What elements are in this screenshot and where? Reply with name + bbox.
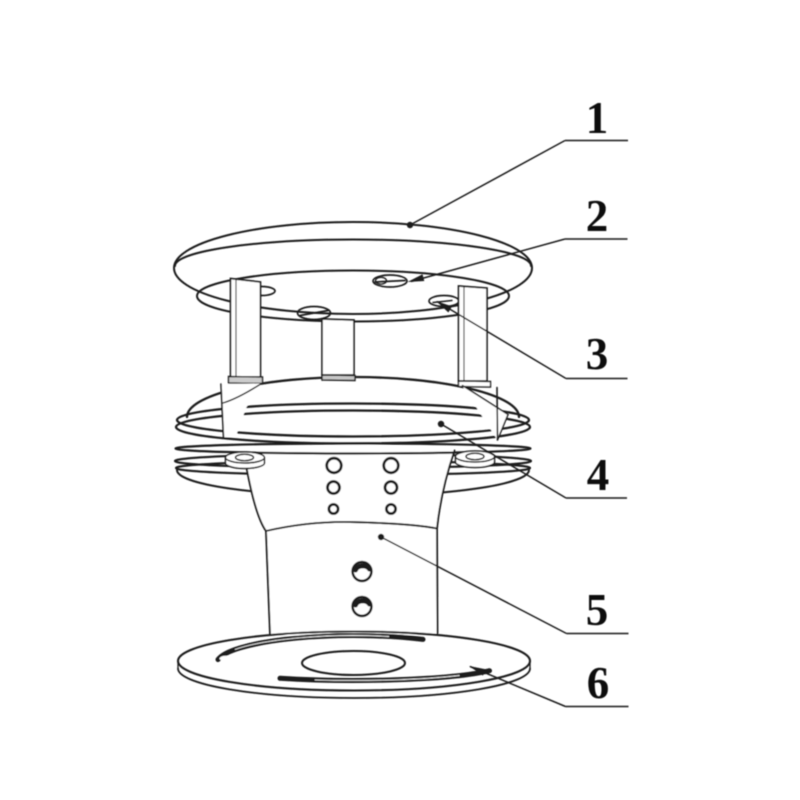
svg-text:6: 6 [587, 658, 610, 708]
svg-text:2: 2 [586, 191, 609, 241]
svg-text:5: 5 [586, 585, 609, 635]
svg-text:4: 4 [587, 450, 610, 500]
svg-text:3: 3 [586, 329, 609, 379]
svg-text:1: 1 [586, 93, 609, 143]
